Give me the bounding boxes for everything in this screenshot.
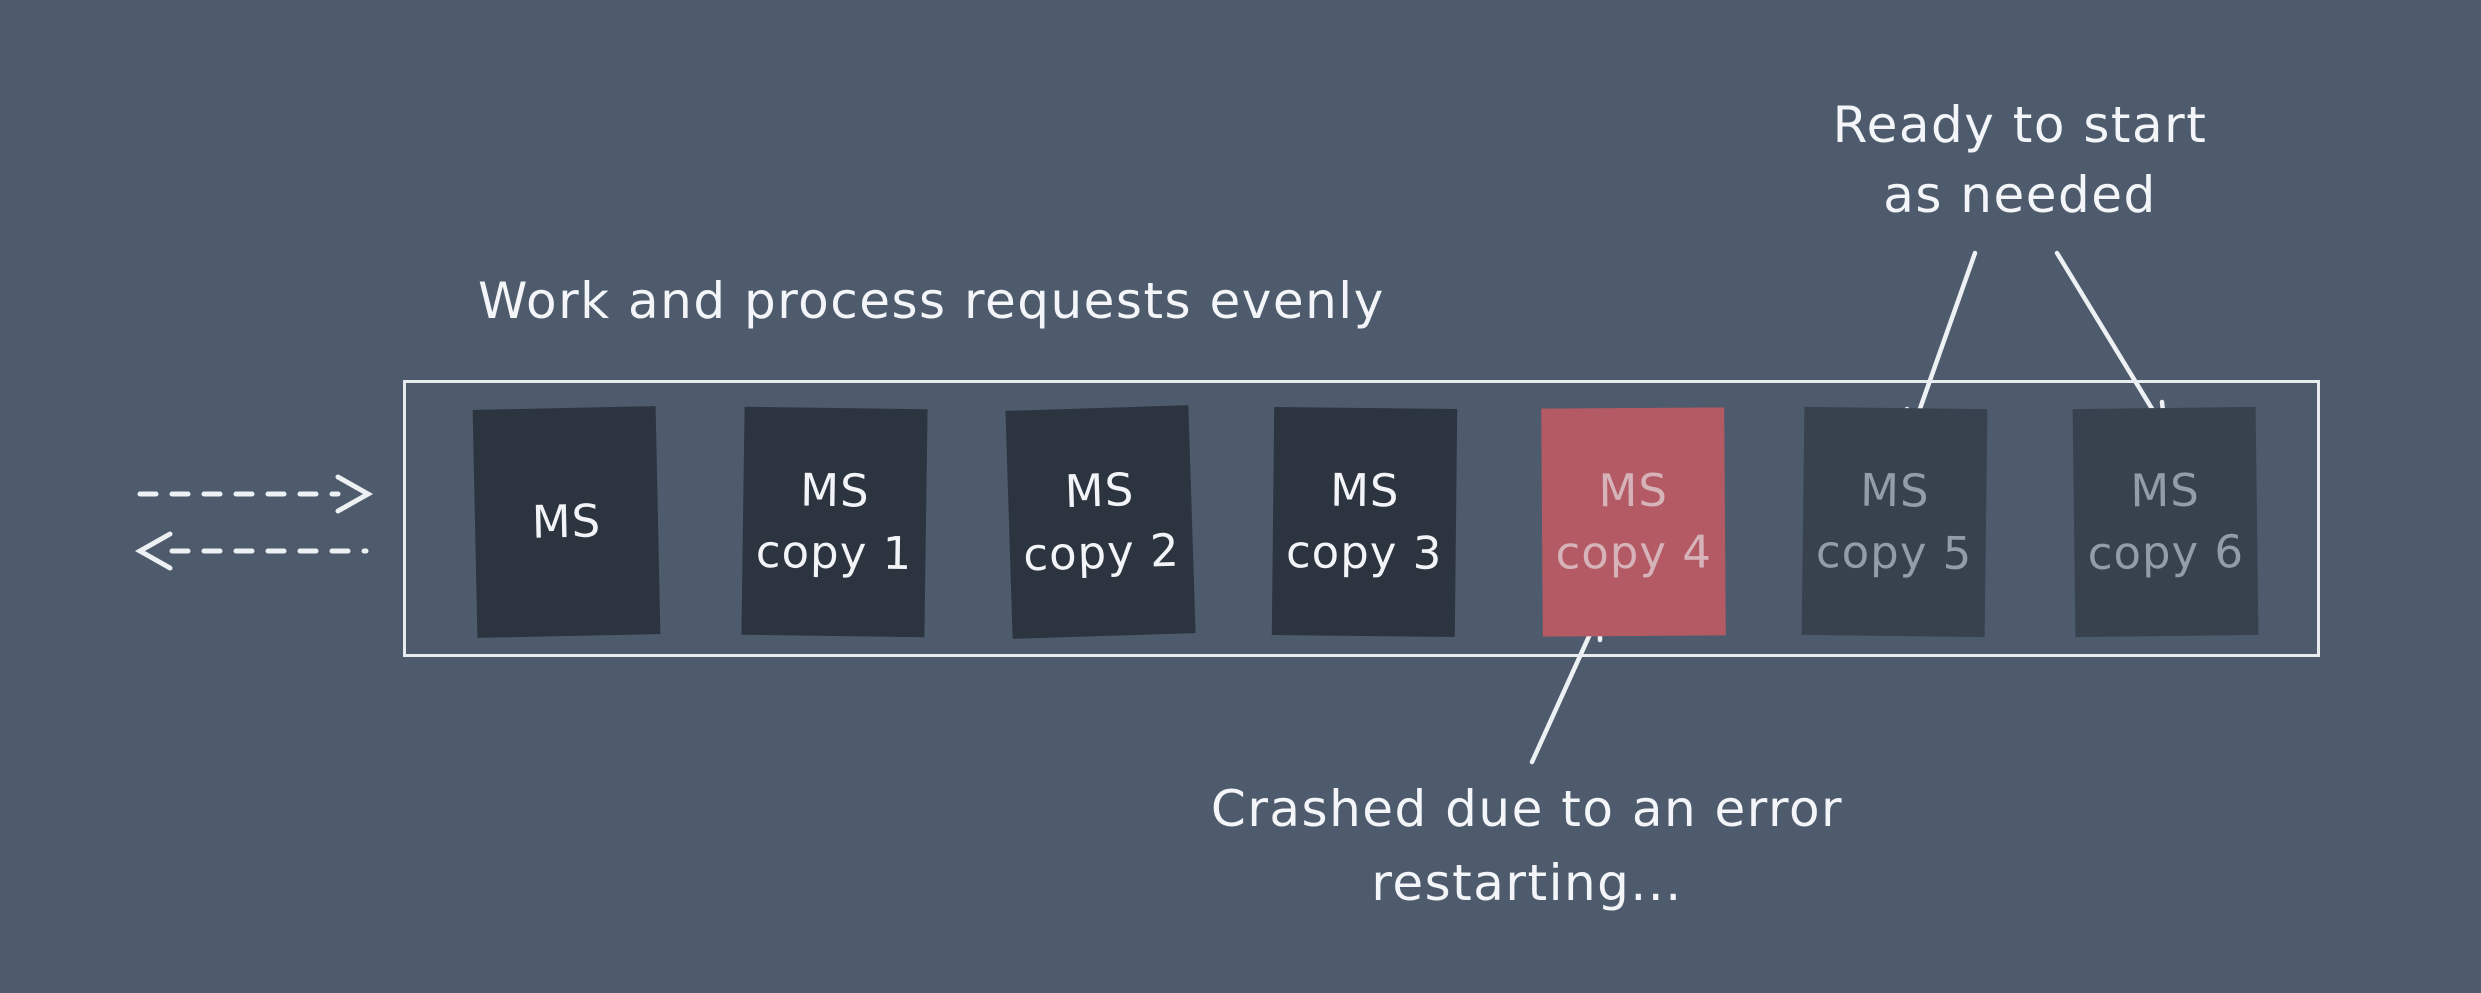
ms-copy2-sublabel: copy 2 [1022,523,1181,582]
ms-copy4-label: MS [1598,463,1669,518]
ready-label-line1: Ready to start [1832,96,2208,154]
ms-copy3-label: MS [1329,463,1400,518]
ms-copy5-label: MS [1859,463,1930,518]
ready-label-line2: as needed [1883,166,2157,224]
ms-copy5-sublabel: copy 5 [1815,525,1973,580]
ready-to-start-label: Ready to start as needed [1780,90,2260,230]
crashed-note-line1: Crashed due to an error [1210,780,1844,838]
crashed-note-line2: restarting... [1371,854,1683,912]
ms-copy4-box-crashed: MS copy 4 [1541,407,1726,637]
ms-copy4-sublabel: copy 4 [1555,525,1713,580]
ms-copy1-label: MS [799,463,870,518]
ms-copy3-sublabel: copy 3 [1285,525,1443,580]
response-arrow-left [134,531,369,571]
ms-copy6-sublabel: copy 6 [2087,525,2245,580]
work-evenly-label: Work and process requests evenly [478,272,1385,330]
ms-copy1-sublabel: copy 1 [755,524,913,581]
ms-copy6-label: MS [2130,463,2201,518]
ms-box: MS [472,406,661,638]
crashed-note-label: Crashed due to an error restarting... [1117,772,1937,920]
ms-copy5-box-standby: MS copy 5 [1801,406,1988,638]
ms-box-label: MS [531,494,602,549]
ms-copy1-box: MS copy 1 [741,406,928,638]
request-arrow-right [137,474,374,514]
cluster-frame: MS MS copy 1 MS copy 2 MS copy 3 MS copy… [403,380,2320,657]
ms-copy6-box-standby: MS copy 6 [2072,406,2259,638]
ms-copy3-box: MS copy 3 [1271,407,1458,637]
ms-copy2-box: MS copy 2 [1005,405,1196,639]
ms-copy2-label: MS [1063,462,1136,519]
